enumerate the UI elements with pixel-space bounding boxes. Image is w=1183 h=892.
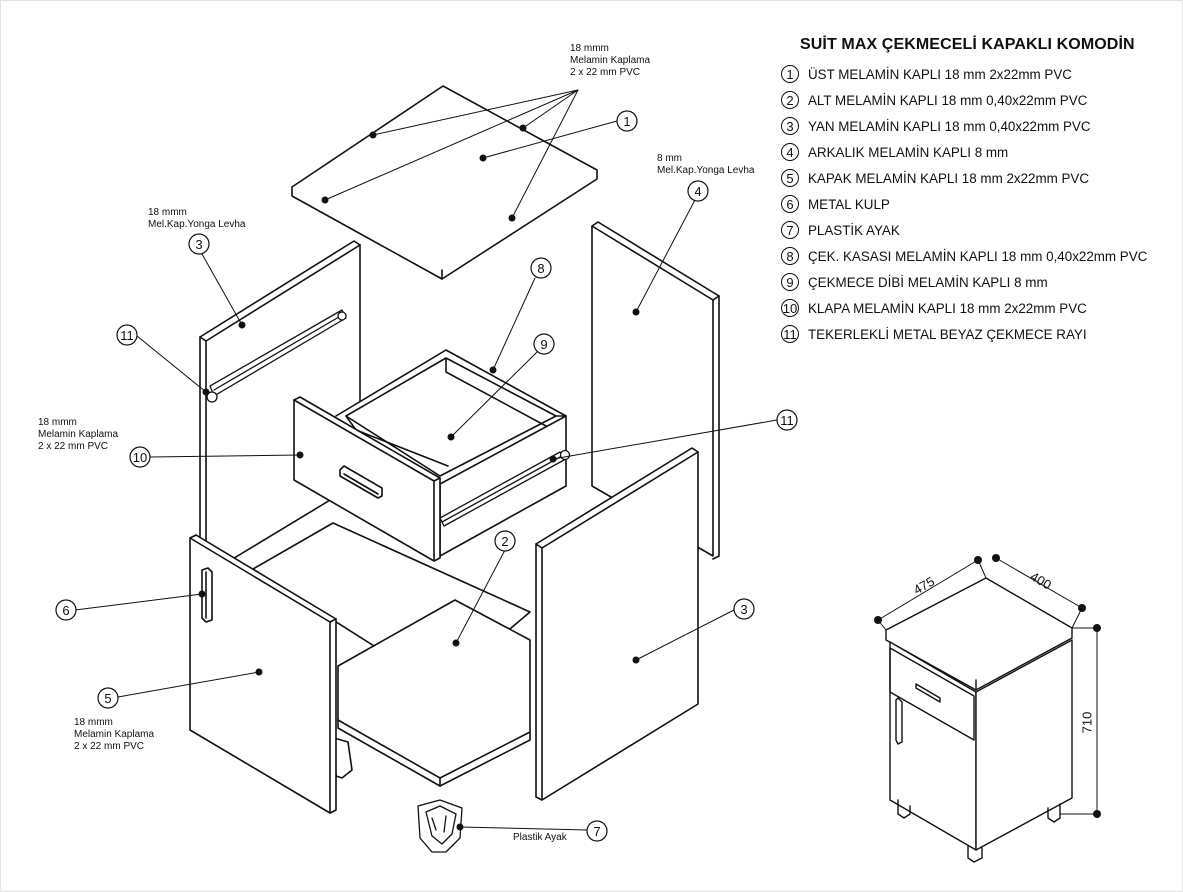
legend-item: 11 TEKERLEKLİ METAL BEYAZ ÇEKMECE RAYI	[781, 321, 1147, 347]
note-top-panel: 18 mmm Melamin Kaplama 2 x 22 mm PVC	[570, 43, 651, 78]
callout-bubbles	[55, 110, 798, 842]
drawing-title: SUİT MAX ÇEKMECELİ KAPAKLI KOMODİN	[800, 36, 1135, 53]
note-side-panel: 18 mmm Mel.Kap.Yonga Levha	[148, 207, 246, 230]
callout-rail-left: 11	[120, 328, 134, 343]
callout-rail-right: 11	[780, 413, 794, 428]
door-handle	[201, 567, 213, 623]
legend-number: 4	[781, 143, 799, 161]
legend-text: ÇEKMECE DİBİ MELAMİN KAPLI 8 mm	[808, 274, 1048, 290]
legend-number: 6	[781, 195, 799, 213]
legend-text: ALT MELAMİN KAPLI 18 mm 0,40x22mm PVC	[808, 92, 1088, 108]
legend-item: 6 METAL KULP	[781, 191, 1147, 217]
callout-numbers: 1 4 3 11 8 9 11 10 2 3 6 5 7	[62, 114, 793, 839]
legend-text: PLASTİK AYAK	[808, 222, 900, 238]
side-panel-right	[535, 447, 699, 801]
callout-top: 1	[623, 114, 630, 129]
legend-text: ARKALIK MELAMİN KAPLI 8 mm	[808, 144, 1009, 160]
legend-text: ÜST MELAMİN KAPLI 18 mm 2x22mm PVC	[808, 66, 1072, 82]
legend-text: TEKERLEKLİ METAL BEYAZ ÇEKMECE RAYI	[808, 326, 1087, 342]
legend-number: 2	[781, 91, 799, 109]
legend-text: METAL KULP	[808, 196, 890, 212]
parts-legend: 1 ÜST MELAMİN KAPLI 18 mm 2x22mm PVC 2 ALT…	[781, 61, 1147, 347]
legend-text: ÇEK. KASASI MELAMİN KAPLI 18 mm 0,40x22m…	[808, 248, 1148, 264]
legend-item: 1 ÜST MELAMİN KAPLI 18 mm 2x22mm PVC	[781, 61, 1147, 87]
leader-lines	[74, 89, 778, 831]
legend-item: 10 KLAPA MELAMİN KAPLI 18 mm 2x22mm PVC	[781, 295, 1147, 321]
legend-number: 3	[781, 117, 799, 135]
dimension-dots	[874, 554, 1101, 818]
legend-item: 8 ÇEK. KASASI MELAMİN KAPLI 18 mm 0,40x22…	[781, 243, 1147, 269]
legend-text: KLAPA MELAMİN KAPLI 18 mm 2x22mm PVC	[808, 300, 1087, 316]
callout-side-left: 3	[195, 237, 202, 252]
legend-number: 7	[781, 221, 799, 239]
note-door: 18 mmm Melamin Kaplama 2 x 22 mm PVC	[74, 717, 155, 752]
note-plastic-foot: Plastik Ayak	[513, 832, 567, 843]
legend-item: 3 YAN MELAMİN KAPLI 18 mm 0,40x22mm PVC	[781, 113, 1147, 139]
callout-bottom: 2	[501, 534, 508, 549]
door-panel	[189, 534, 337, 814]
legend-number: 5	[781, 169, 799, 187]
callout-handle: 6	[62, 603, 69, 618]
legend-item: 7 PLASTİK AYAK	[781, 217, 1147, 243]
assembled-cabinet-view	[885, 577, 1073, 863]
callout-foot: 7	[593, 824, 600, 839]
drawer-rail-left	[206, 309, 347, 403]
drawer-front	[293, 396, 441, 562]
note-drawer-front: 18 mmm Melamin Kaplama 2 x 22 mm PVC	[38, 417, 119, 452]
leader-dots	[198, 124, 640, 831]
legend-number: 1	[781, 65, 799, 83]
callout-back: 4	[694, 184, 701, 199]
legend-item: 4 ARKALIK MELAMİN KAPLI 8 mm	[781, 139, 1147, 165]
callout-drawer-bottom: 9	[540, 337, 547, 352]
legend-number: 10	[781, 299, 799, 317]
bottom-panel	[252, 522, 531, 787]
legend-number: 9	[781, 273, 799, 291]
note-back-panel: 8 mm Mel.Kap.Yonga Levha	[657, 153, 755, 176]
legend-item: 5 KAPAK MELAMİN KAPLI 18 mm 2x22mm PVC	[781, 165, 1147, 191]
legend-text: KAPAK MELAMİN KAPLI 18 mm 2x22mm PVC	[808, 170, 1090, 186]
top-panel	[291, 85, 598, 280]
callout-drawer-box: 8	[537, 261, 544, 276]
callout-side-right: 3	[740, 602, 747, 617]
plastic-foot	[417, 799, 463, 853]
legend-item: 9 ÇEKMECE DİBİ MELAMİN KAPLI 8 mm	[781, 269, 1147, 295]
dimension-height: 710	[1079, 711, 1095, 734]
legend-item: 2 ALT MELAMİN KAPLI 18 mm 0,40x22mm PVC	[781, 87, 1147, 113]
callout-drawer-front: 10	[133, 450, 147, 465]
drawer-rail-right	[439, 449, 571, 527]
legend-text: YAN MELAMİN KAPLI 18 mm 0,40x22mm PVC	[808, 118, 1091, 134]
legend-number: 8	[781, 247, 799, 265]
legend-number: 11	[781, 325, 799, 343]
callout-door: 5	[104, 691, 111, 706]
